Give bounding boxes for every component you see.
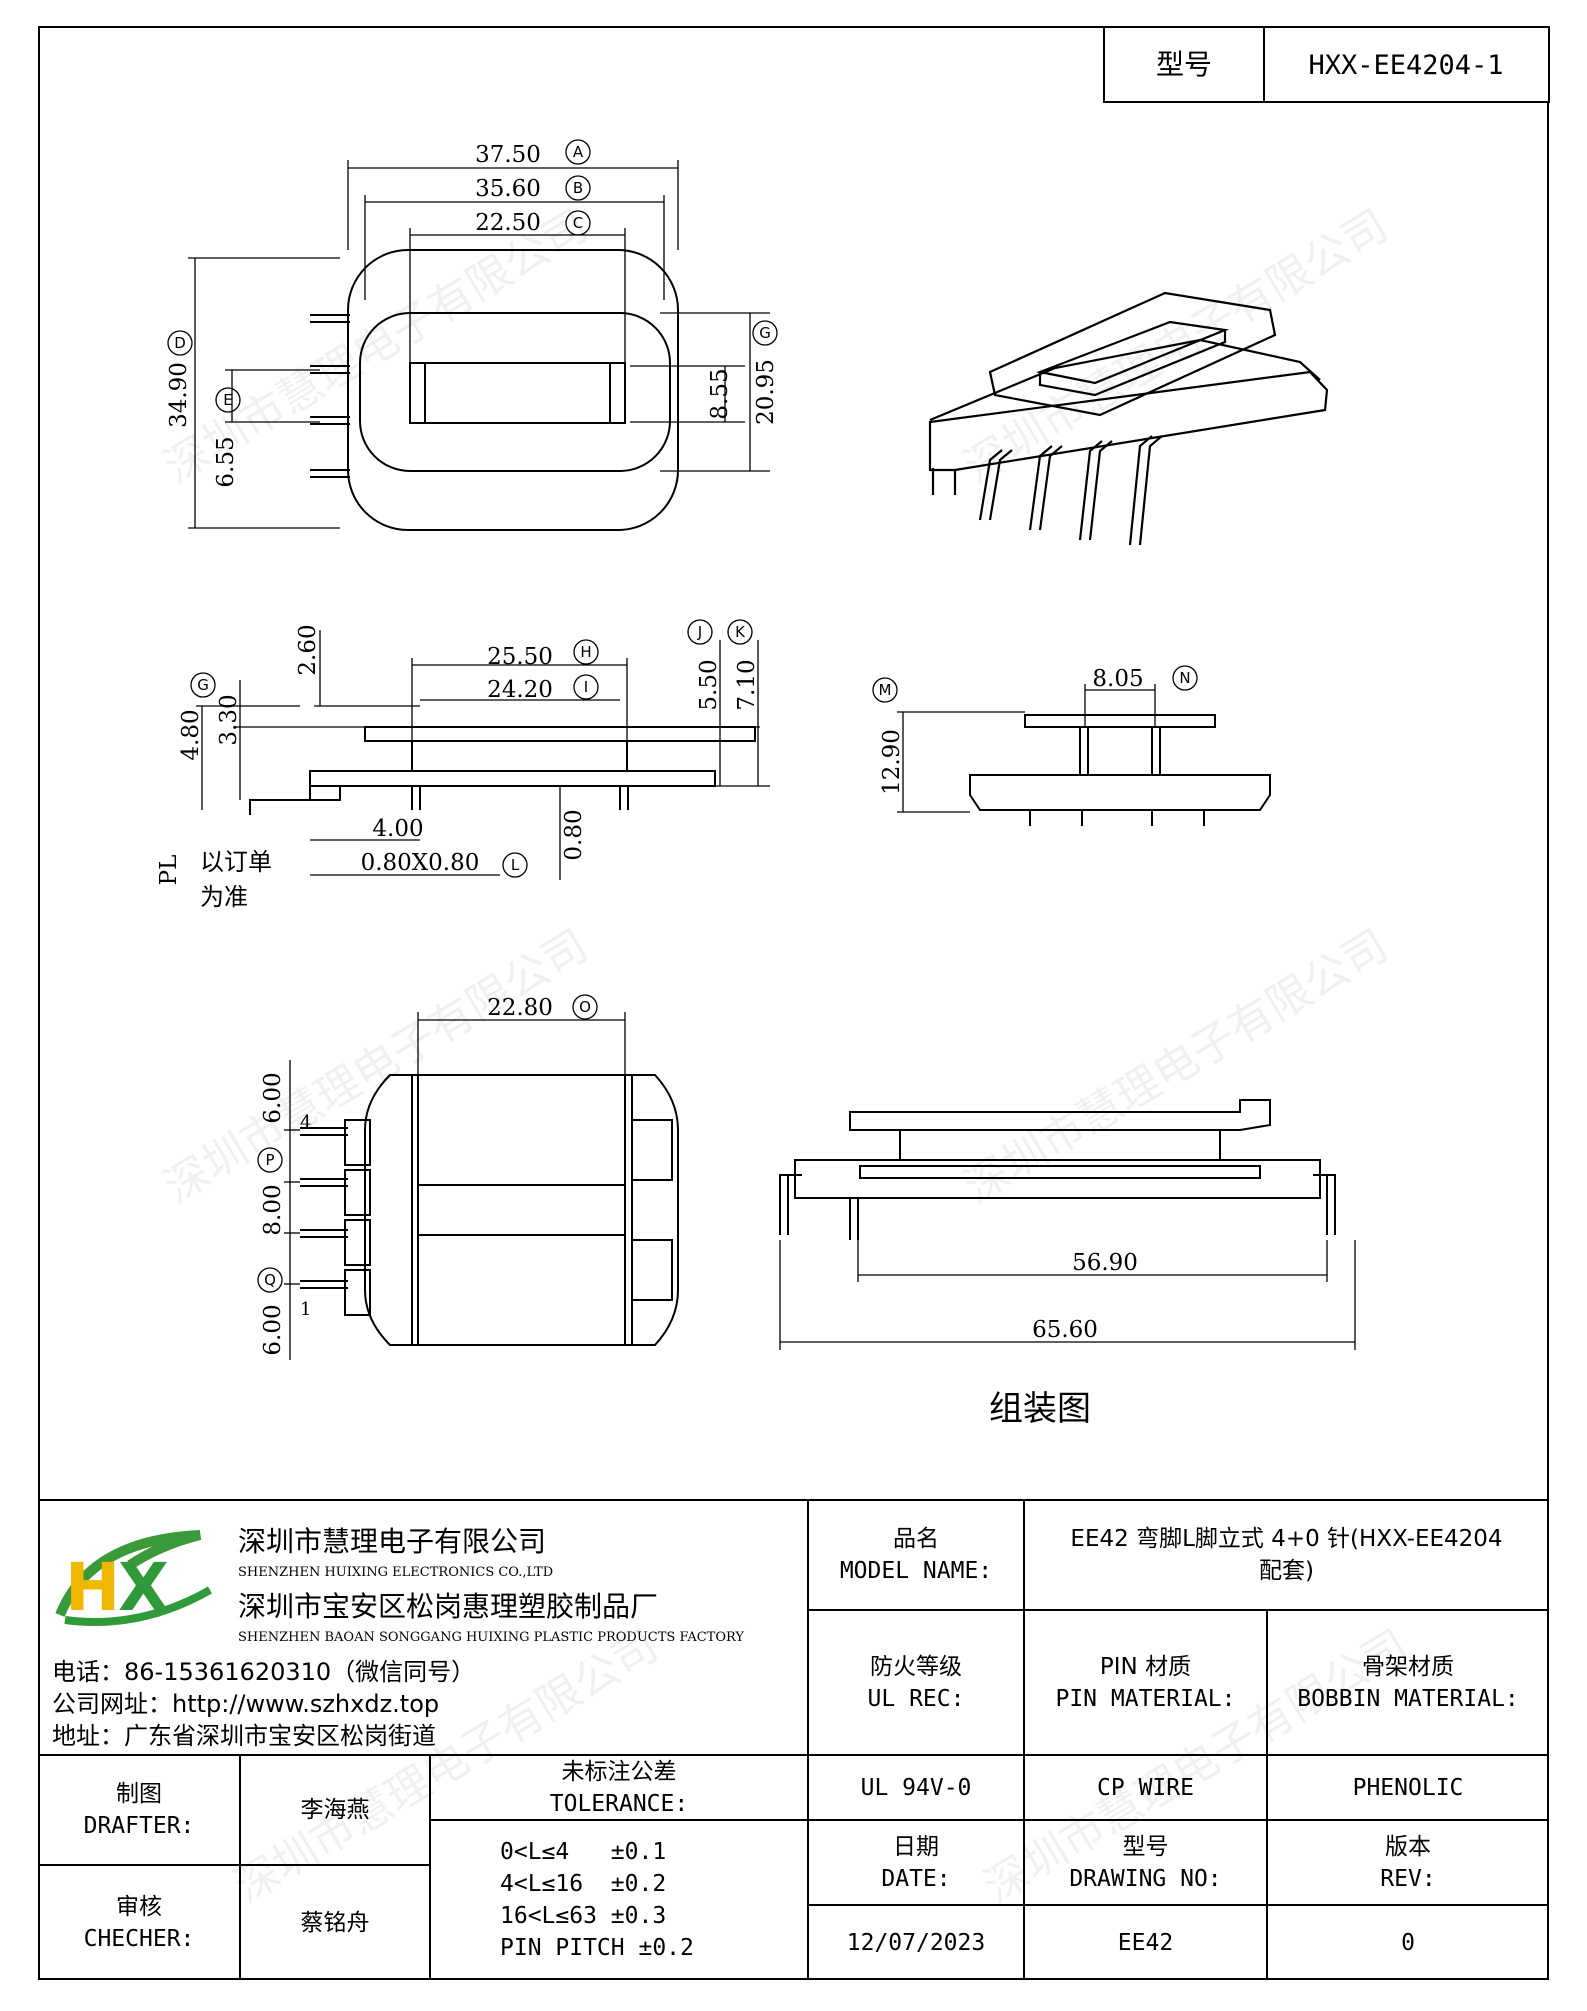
dim-e: 6.55 [213, 436, 239, 487]
checker-name: 蔡铭舟 [300, 1909, 370, 1936]
dim-pin-sq: 0.80X0.80 [361, 850, 480, 876]
header-model-box: 型号 HXX-EE4204-1 [1103, 26, 1550, 103]
dim-right2: 7.10 [734, 659, 760, 710]
dim-p1: 6.00 [260, 1072, 286, 1123]
company-name-cn: 深圳市慧理电子有限公司 [238, 1525, 547, 1558]
assembly-caption: 组装图 [989, 1389, 1091, 1429]
dim-b: 35.60 [475, 176, 541, 202]
logo-h: H [65, 1549, 120, 1626]
bobbin-material-value: PHENOLIC [1352, 1774, 1464, 1801]
dim-g: 20.95 [753, 359, 779, 425]
header-model-label: 型号 [1156, 48, 1212, 81]
dim-left1: 4.80 [178, 709, 204, 760]
circle-h: H [580, 643, 591, 661]
top-view: 37.50 35.60 22.50 34.90 6.55 8.55 20.95 … [166, 139, 779, 531]
ul-rec-value: UL 94V-0 [860, 1774, 972, 1801]
circle-p: P [265, 1151, 274, 1169]
side-view: 25.50 24.20 2.60 4.80 3.30 5.50 7.10 4.0… [156, 619, 770, 911]
dim-outer: 65.60 [1032, 1317, 1098, 1343]
circle-g: G [759, 324, 771, 342]
circle-c: C [573, 214, 583, 232]
dim-inner: 56.90 [1072, 1250, 1138, 1276]
header-model-value: HXX-EE4204-1 [1308, 50, 1503, 81]
circle-g-side: G [197, 676, 209, 694]
drafter-name: 李海燕 [300, 1797, 370, 1823]
circle-i: I [584, 678, 588, 696]
dim-p3: 6.00 [260, 1304, 286, 1355]
company-name-en: SHENZHEN HUIXING ELECTRONICS CO.,LTD [238, 1565, 554, 1580]
drawing-sheet [38, 26, 1549, 1980]
company-logo: H X [50, 1520, 220, 1635]
dim-pin-w: 0.80 [561, 809, 587, 860]
company-web: 公司网址：http://www.szhxdz.top [52, 1690, 440, 1718]
circle-m: M [879, 681, 892, 699]
circle-e: E [223, 391, 232, 409]
dim-d: 34.90 [166, 362, 192, 428]
dim-m: 12.90 [879, 729, 905, 795]
company-phone: 电话：86-15361620310（微信同号） [52, 1658, 476, 1686]
dim-f: 8.55 [707, 368, 733, 419]
circle-a: A [573, 143, 584, 161]
title-block-grid [38, 1499, 1549, 1980]
dim-a: 37.50 [475, 142, 541, 168]
circle-d: D [174, 334, 186, 352]
pin-4-label: 4 [300, 1112, 311, 1133]
dim-i: 24.20 [487, 677, 553, 703]
note-order: 以订单 [200, 848, 272, 876]
dim-n: 8.05 [1092, 666, 1143, 692]
circle-n: N [1179, 669, 1190, 687]
circle-k: K [735, 623, 746, 641]
circle-b: B [573, 179, 583, 197]
dim-c: 22.50 [475, 210, 541, 236]
note-standard: 为准 [200, 883, 248, 911]
dim-p2: 8.00 [260, 1184, 286, 1235]
company-address: 地址：广东省深圳市宝安区松岗街道 [52, 1722, 436, 1750]
factory-name-en: SHENZHEN BAOAN SONGGANG HUIXING PLASTIC … [238, 1630, 744, 1645]
rev-value: 0 [1401, 1929, 1415, 1956]
pin-1-label: 1 [300, 1299, 311, 1320]
factory-name-cn: 深圳市宝安区松岗惠理塑胶制品厂 [238, 1590, 659, 1623]
end-view: 12.90 8.05 M N [872, 665, 1271, 826]
circle-o: O [579, 998, 591, 1016]
dim-top: 2.60 [295, 624, 321, 675]
note-pl: PL [156, 855, 182, 886]
pin-material-value: CP WIRE [1097, 1774, 1194, 1801]
dim-o: 22.80 [487, 995, 553, 1021]
dim-pin-off: 4.00 [372, 816, 423, 842]
drawing-no-value: EE42 [1117, 1929, 1174, 1956]
dim-right1: 5.50 [696, 659, 722, 710]
dim-h: 25.50 [487, 644, 553, 670]
assembly-view: 56.90 65.60 组装图 [779, 1099, 1356, 1429]
dim-left2: 3.30 [216, 694, 242, 745]
bottom-view: 22.80 6.00 8.00 6.00 4 1 O P Q [257, 994, 679, 1360]
circle-j: J [697, 623, 702, 641]
circle-q: Q [264, 1271, 276, 1289]
date-value: 12/07/2023 [846, 1929, 986, 1956]
circle-l: L [511, 856, 520, 874]
isometric-view [928, 291, 1329, 546]
